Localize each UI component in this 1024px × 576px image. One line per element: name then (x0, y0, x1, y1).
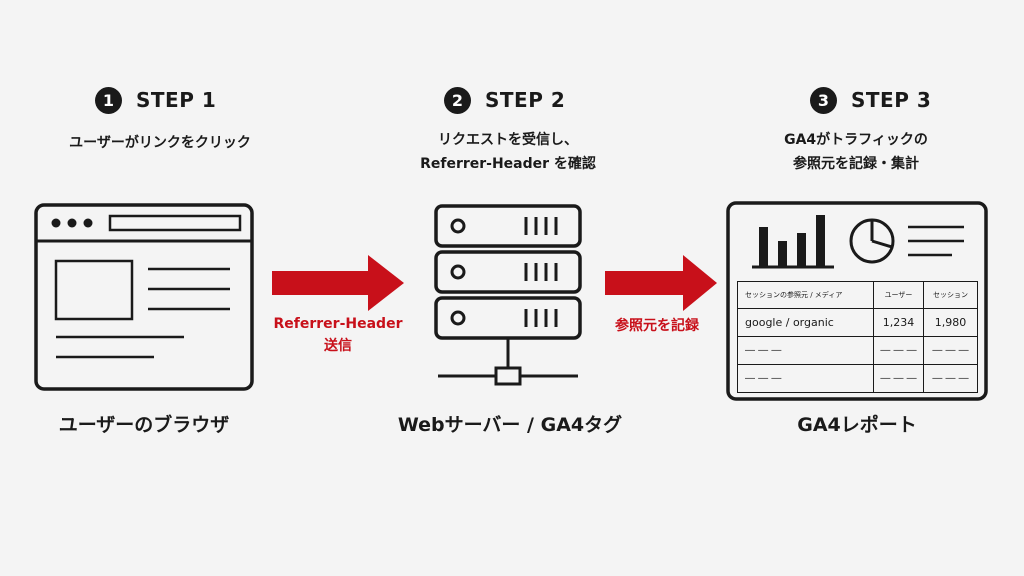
arrow-2-label: 参照元を記録 (582, 315, 732, 337)
table-row: ― ― ― ― ― ― ― ― ― (737, 364, 978, 393)
arrow-1-shape (272, 255, 404, 311)
server-unit (434, 250, 582, 294)
cell-users: 1,234 (873, 308, 924, 337)
step-2-label: STEP 2 (485, 88, 566, 112)
report-label: GA4レポート (797, 414, 917, 436)
step-3-label: STEP 3 (851, 88, 932, 112)
step-2-number: 2 (444, 86, 471, 114)
step-1-description-line: ユーザーがリンクをクリック (69, 135, 251, 151)
step-2-header: 2 STEP 2 (444, 86, 565, 114)
arrow-2-label-line: 参照元を記録 (615, 318, 699, 334)
cell-source-medium: google / organic (737, 308, 874, 337)
arrow-2-shape (605, 255, 717, 311)
header-sessions: セッション (923, 281, 978, 309)
cell-source-medium: ― ― ― (737, 364, 874, 393)
server-unit (434, 204, 582, 248)
report-table-header-row: セッションの参照元 / メディア ユーザー セッション (737, 281, 978, 309)
server-label: Webサーバー / GA4タグ (397, 414, 623, 436)
step-3-description-line: 参照元を記録・集計 (793, 156, 919, 172)
report-bar (778, 241, 787, 267)
report-bar (797, 233, 806, 267)
step-1-number: 1 (95, 86, 122, 114)
cell-users: ― ― ― (873, 336, 924, 365)
ga4-report-icon (726, 201, 988, 401)
step-2-description: リクエストを受信し、 Referrer-Header を確認 (378, 128, 638, 176)
header-source-medium: セッションの参照元 / メディア (737, 281, 874, 309)
cell-source-medium: ― ― ― (737, 336, 874, 365)
report-table: セッションの参照元 / メディア ユーザー セッション google / org… (737, 281, 978, 393)
step-3-description-line: GA4がトラフィックの (784, 132, 928, 148)
step-2-description-line: リクエストを受信し、 (438, 132, 578, 148)
step-3-header: 3 STEP 3 (810, 86, 931, 114)
cell-sessions: ― ― ― (923, 364, 978, 393)
browser-frame (34, 203, 254, 391)
cell-users: ― ― ― (873, 364, 924, 393)
header-users: ユーザー (873, 281, 924, 309)
step-1-label: STEP 1 (136, 88, 217, 112)
arrow-1-icon (272, 255, 404, 311)
browser-label: ユーザーのブラウザ (58, 414, 230, 436)
server-icon (434, 204, 582, 386)
report-bar (816, 215, 825, 267)
arrow-1-label-line: 送信 (324, 338, 352, 354)
cell-sessions: ― ― ― (923, 336, 978, 365)
arrow-2-icon (605, 255, 717, 311)
table-row: google / organic 1,234 1,980 (737, 308, 978, 337)
table-row: ― ― ― ― ― ― ― ― ― (737, 336, 978, 365)
step-2-description-line: Referrer-Header を確認 (420, 156, 596, 172)
arrow-1-label-line: Referrer-Header (273, 316, 403, 332)
cell-sessions: 1,980 (923, 308, 978, 337)
server-led-icon (450, 218, 466, 234)
step-1-description: ユーザーがリンクをクリック (30, 131, 290, 155)
window-dot (83, 218, 93, 228)
report-bar (759, 227, 768, 267)
image-placeholder (54, 259, 134, 321)
address-bar (108, 214, 242, 232)
network-hub-icon (494, 366, 522, 386)
step-1-header: 1 STEP 1 (95, 86, 216, 114)
server-unit (434, 296, 582, 340)
arrow-1-label: Referrer-Header 送信 (258, 313, 418, 357)
server-led-icon (450, 310, 466, 326)
window-dot (67, 218, 77, 228)
step-3-number: 3 (810, 86, 837, 114)
window-dot (51, 218, 61, 228)
step-3-description: GA4がトラフィックの 参照元を記録・集計 (726, 128, 986, 176)
report-frame (726, 201, 988, 401)
browser-window-icon (34, 203, 254, 391)
pie-divider (871, 239, 893, 249)
server-led-icon (450, 264, 466, 280)
